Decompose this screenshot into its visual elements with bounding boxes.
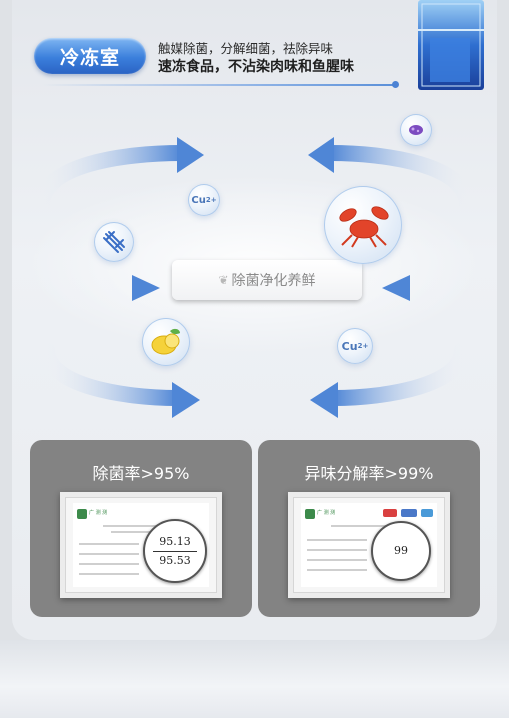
ion-charge-label: 2+ — [357, 342, 369, 350]
freezer-title-badge: 冷冻室 — [34, 38, 146, 74]
lab-logo-icon — [77, 509, 87, 519]
fridge-image — [418, 0, 484, 90]
arrowhead-mid-left — [132, 275, 160, 301]
header-divider — [42, 84, 397, 86]
result-value-1: 99 — [394, 544, 408, 557]
lab-brand-label: 广 测 测 — [89, 510, 108, 516]
lab-logo-icon — [305, 509, 315, 519]
ion-charge-label: 2+ — [205, 196, 217, 204]
sterilization-rate-card: 除菌率>95% 广 测 测 95.13 95.53 — [30, 440, 252, 617]
divider-dot — [392, 81, 399, 88]
result-value-1: 95.13 — [159, 534, 191, 548]
feature-description-line-2: 速冻食品，不沾染肉味和鱼腥味 — [158, 59, 354, 75]
ilac-stamp-icon — [421, 509, 433, 517]
freezer-feature-panel: 冷冻室 触媒除菌，分解细菌，祛除异味 速冻食品，不沾染肉味和鱼腥味 — [12, 0, 497, 640]
arrowhead-top-right — [308, 137, 334, 173]
cma-stamp-icon — [383, 509, 397, 517]
result-value-2: 95.53 — [159, 553, 191, 567]
odor-decomposition-card: 异味分解率>99% 广 测 测 99 — [258, 440, 480, 617]
airflow-arrow-top-right — [322, 145, 475, 213]
copper-ion-label: Cu — [341, 339, 358, 353]
bacteria-icon — [103, 231, 125, 253]
test-report-document: 广 测 测 95.13 95.53 — [73, 503, 209, 587]
bacteria-bubble — [94, 222, 134, 262]
lobster-icon — [339, 206, 389, 248]
card-title: 除菌率>95% — [92, 464, 190, 483]
bottom-background-band — [0, 640, 509, 718]
copper-ion-label: Cu — [191, 194, 206, 206]
airflow-arrow-bottom-left — [39, 342, 185, 406]
card-title: 异味分解率>99% — [304, 464, 434, 483]
airflow-arrow-bottom-right — [326, 342, 470, 406]
lobster-bubble — [324, 186, 402, 264]
lemon-bubble — [142, 318, 190, 366]
airflow-arrow-top-left — [34, 145, 190, 213]
purification-label: 除菌净化养鲜 — [231, 273, 316, 289]
lab-brand-label: 广 测 测 — [317, 510, 336, 516]
arrowhead-mid-right — [382, 275, 410, 301]
test-report-document: 广 测 测 99 — [301, 503, 437, 587]
feature-description-line-1: 触媒除菌，分解细菌，祛除异味 — [158, 41, 334, 56]
microbe-icon — [409, 125, 423, 135]
magnified-results: 95.13 95.53 — [143, 519, 207, 583]
leaf-icon: ❦ — [218, 273, 229, 287]
arrowhead-top-left — [177, 137, 204, 173]
arrowhead-bottom-left — [172, 382, 200, 418]
magnified-results: 99 — [371, 521, 431, 581]
test-report-frame: 广 测 测 95.13 95.53 — [60, 492, 222, 598]
lemon-icon — [151, 328, 180, 355]
microbe-bubble — [400, 114, 432, 146]
purification-module: ❦ 除菌净化养鲜 — [172, 260, 362, 300]
arrowhead-bottom-right — [310, 382, 338, 418]
cnas-stamp-icon — [401, 509, 417, 517]
test-report-frame: 广 测 测 99 — [288, 492, 450, 598]
